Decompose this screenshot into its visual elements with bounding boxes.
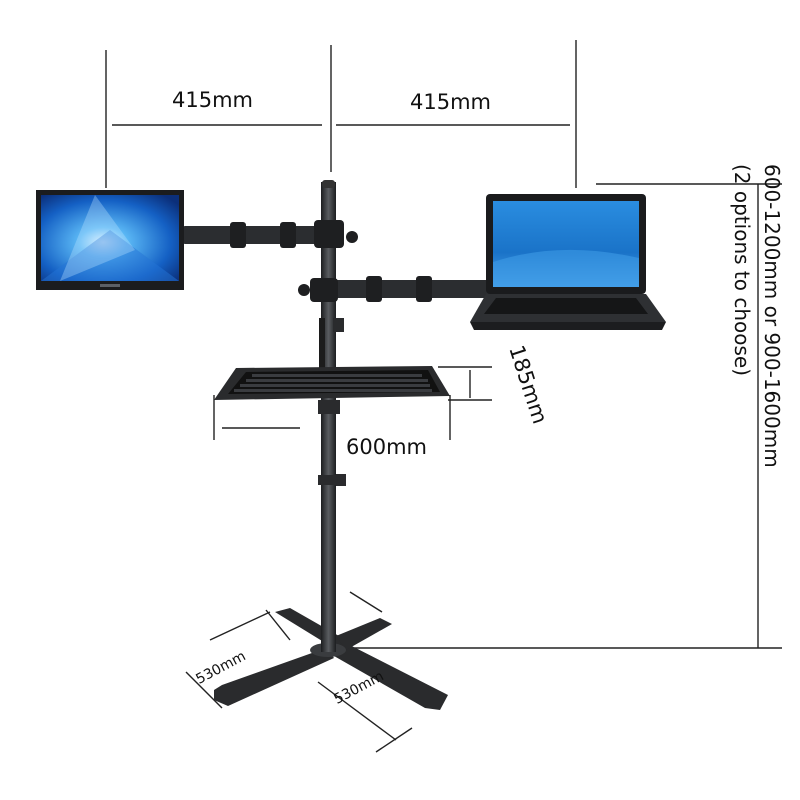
- keyboard-tray: [214, 366, 450, 414]
- tray-width: 600mm: [346, 435, 427, 459]
- laptop-arm: [298, 276, 490, 302]
- laptop: [470, 194, 666, 330]
- height-options-note: (2 options to choose): [730, 164, 754, 377]
- height-range: 600-1200mm or 900-1600mm: [760, 164, 784, 468]
- pole: [318, 180, 346, 652]
- cross-base: [214, 608, 448, 710]
- arm-right-length: 415mm: [410, 90, 491, 114]
- arm-left-length: 415mm: [172, 88, 253, 112]
- monitor: [36, 190, 184, 290]
- dimension-lines: [105, 40, 782, 753]
- monitor-arm: [182, 220, 358, 248]
